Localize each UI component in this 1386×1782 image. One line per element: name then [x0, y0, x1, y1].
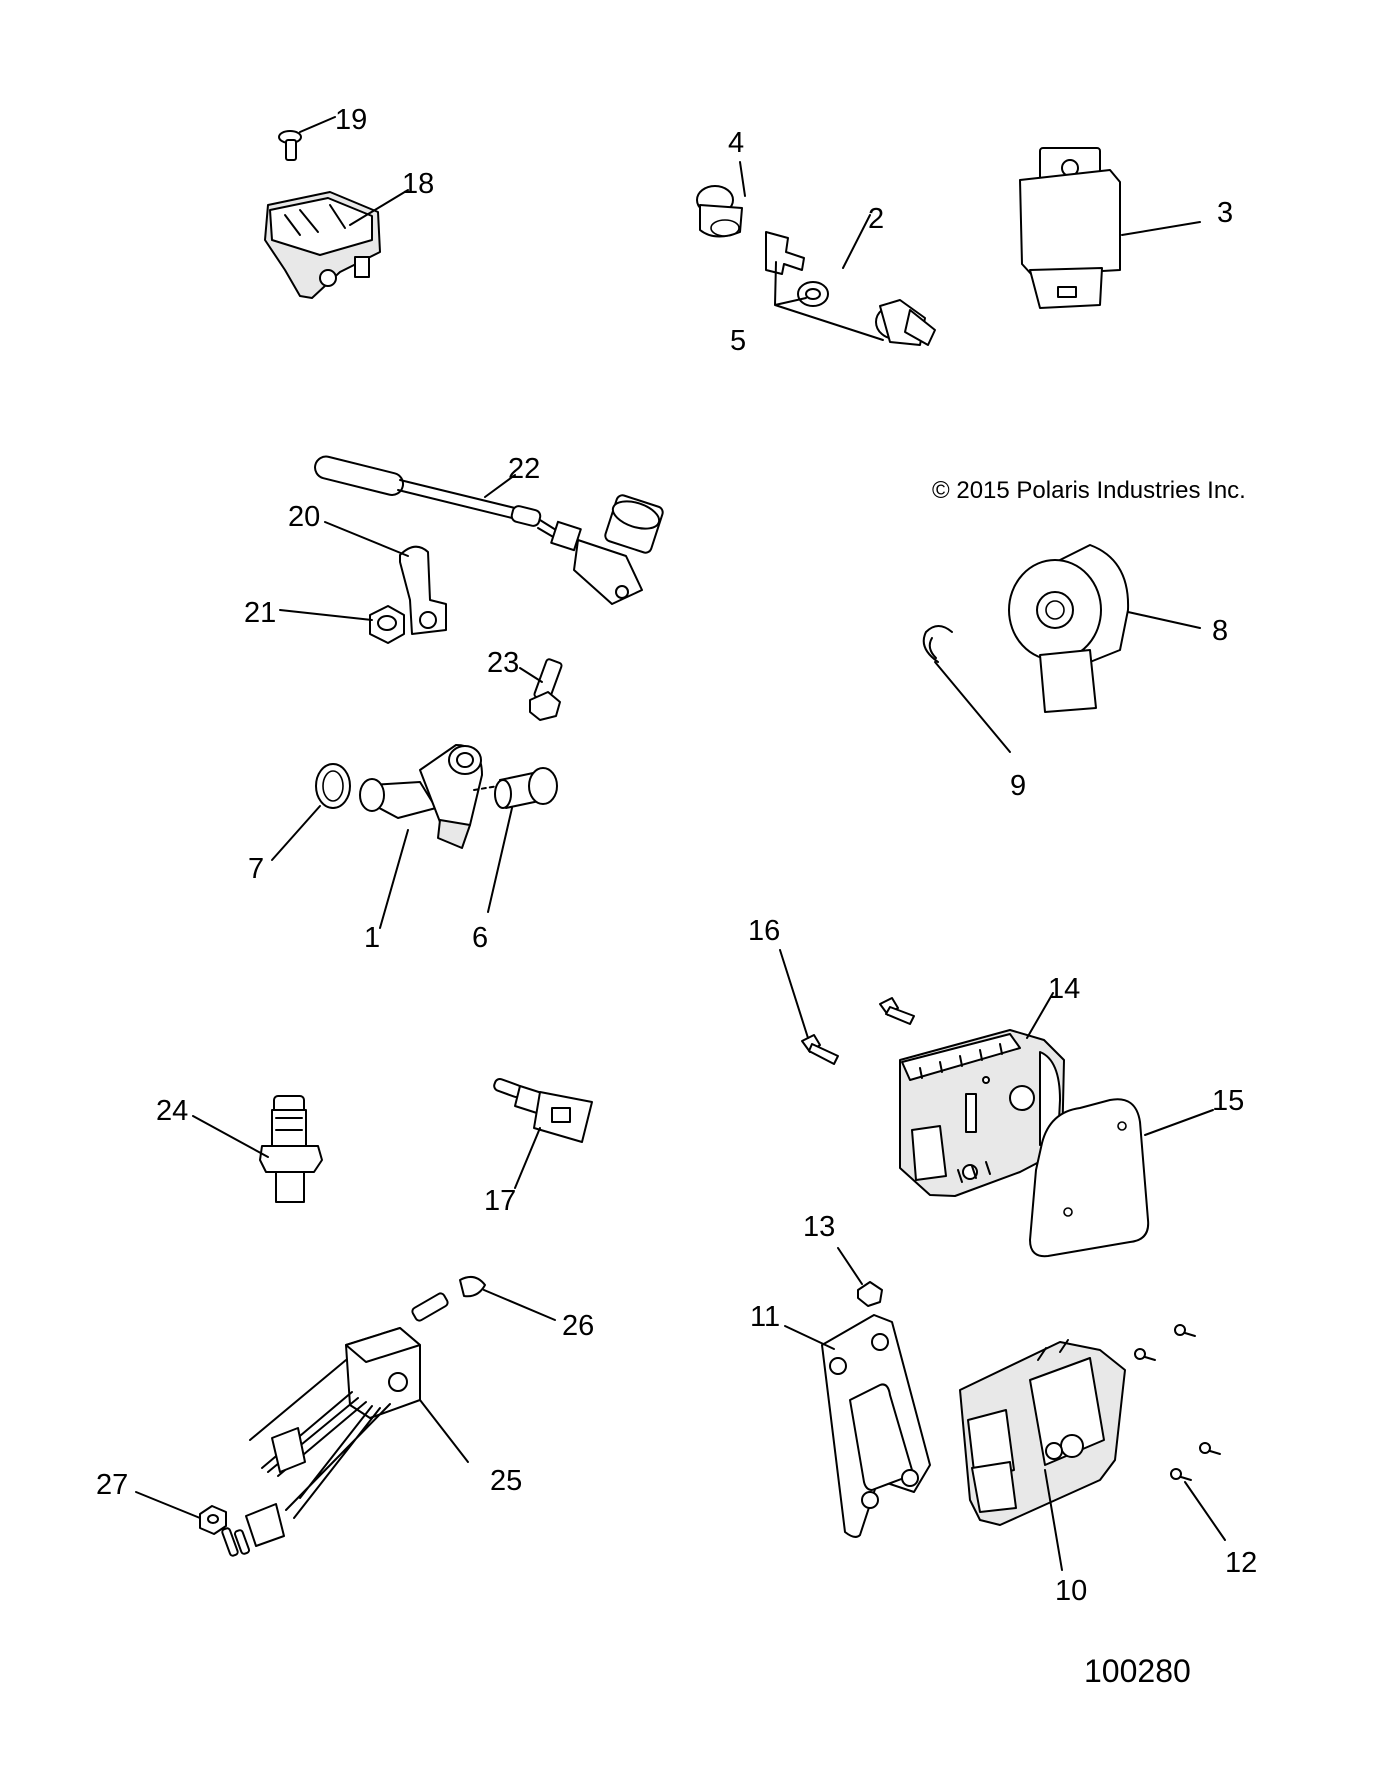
part-13-screw	[857, 1281, 883, 1307]
part-24-pressure-switch	[259, 1095, 323, 1203]
callout-14: 14	[1048, 973, 1080, 1005]
callout-6: 6	[472, 922, 488, 954]
leader-13	[837, 1247, 863, 1285]
callout-17: 17	[484, 1185, 516, 1217]
leader-18	[349, 189, 409, 226]
leader-3	[1121, 221, 1201, 236]
leader-9	[934, 661, 1011, 753]
callout-16: 16	[748, 915, 780, 947]
callout-23: 23	[487, 647, 519, 679]
part-11-bracket	[821, 1314, 931, 1538]
callout-11: 11	[750, 1301, 780, 1333]
leader-24	[192, 1115, 269, 1158]
part-4-cap	[696, 185, 743, 238]
part-5-clip	[765, 231, 805, 275]
leader-25	[419, 1399, 469, 1463]
callout-25: 25	[490, 1465, 522, 1497]
part-1-position-sensor	[359, 744, 483, 849]
callout-27: 27	[96, 1469, 128, 1501]
part-9-snap-ring	[922, 625, 953, 663]
leader-26	[483, 1289, 556, 1321]
leader-8	[1127, 611, 1201, 629]
leader-15	[1144, 1109, 1214, 1136]
part-12-screws	[1134, 1324, 1221, 1481]
part-3-relay	[1019, 147, 1121, 309]
part-21-nut	[369, 605, 405, 644]
callout-13: 13	[803, 1211, 835, 1243]
part-6-sleeve	[473, 767, 558, 809]
part-16-screws	[801, 997, 915, 1065]
callout-9: 9	[1010, 770, 1026, 802]
callout-1: 1	[364, 922, 380, 954]
leader-27	[135, 1491, 201, 1519]
part-25-harness-module	[221, 1327, 421, 1557]
part-18-map-sensor	[264, 191, 381, 299]
leader-14	[1026, 992, 1054, 1039]
part-2-washer	[797, 281, 829, 307]
callout-15: 15	[1212, 1085, 1244, 1117]
leader-20	[324, 521, 409, 557]
leader-7	[271, 805, 321, 861]
leader-10	[1044, 1469, 1063, 1571]
leader-22	[484, 474, 516, 498]
leader-23	[519, 667, 543, 683]
callout-3: 3	[1217, 197, 1233, 229]
callout-12: 12	[1225, 1547, 1257, 1579]
part-26-bolt	[411, 1275, 486, 1322]
leader-12	[1184, 1481, 1226, 1541]
part-20-clamp	[399, 545, 447, 635]
part-8-knock-sensor	[1008, 544, 1130, 713]
callout-2: 2	[868, 203, 884, 235]
copyright: © 2015 Polaris Industries Inc.	[932, 477, 1246, 504]
callout-26: 26	[562, 1310, 594, 1342]
leader-21	[279, 609, 373, 621]
callout-21: 21	[244, 597, 276, 629]
leader-11	[784, 1325, 835, 1350]
part-14-housing	[899, 1029, 1065, 1197]
callout-20: 20	[288, 501, 320, 533]
part-22-speed-sensor	[314, 455, 664, 605]
leader-4	[739, 161, 746, 197]
part-23-bolt	[529, 658, 563, 721]
leader-6	[487, 807, 513, 913]
leader-19	[299, 116, 336, 133]
part-15-gasket	[1029, 1098, 1150, 1258]
part-10-ecu	[959, 1339, 1126, 1526]
part-19-bolt	[278, 130, 302, 161]
callout-8: 8	[1212, 615, 1228, 647]
figure-number: 100280	[1084, 1653, 1191, 1689]
leader-16	[779, 949, 809, 1039]
callout-19: 19	[335, 104, 367, 136]
callout-24: 24	[156, 1095, 188, 1127]
leader-1	[379, 829, 409, 929]
callout-7: 7	[248, 853, 264, 885]
part-5-switch	[875, 299, 936, 346]
part-7-o-ring	[315, 763, 351, 809]
part-17-temp-sensor	[493, 1077, 593, 1143]
part-27-nut	[199, 1505, 227, 1535]
leader-17	[514, 1127, 541, 1189]
callout-4: 4	[728, 127, 744, 159]
leader-5	[774, 261, 884, 341]
callout-10: 10	[1055, 1575, 1087, 1607]
callout-5: 5	[730, 325, 746, 357]
callout-22: 22	[508, 453, 540, 485]
callout-18: 18	[402, 168, 434, 200]
leader-2	[842, 214, 871, 269]
